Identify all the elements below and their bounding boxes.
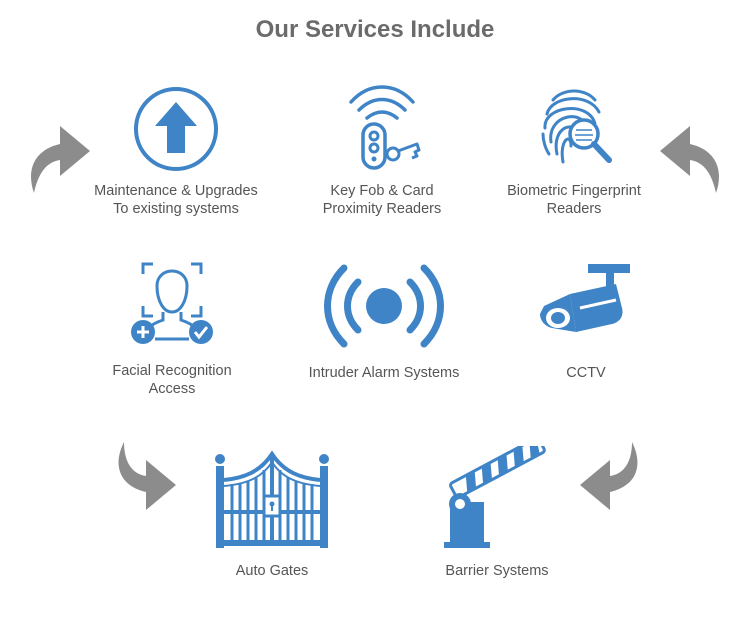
gate-icon bbox=[215, 450, 329, 548]
service-intruder-alarm: Intruder Alarm Systems bbox=[294, 262, 474, 382]
curved-arrow-top-left-icon bbox=[31, 126, 90, 193]
service-label: Biometric Fingerprint Readers bbox=[507, 183, 641, 217]
service-label: Auto Gates bbox=[235, 563, 309, 579]
face-recognition-icon bbox=[131, 262, 213, 344]
service-label: Facial Recognition Access bbox=[112, 363, 232, 397]
fingerprint-icon bbox=[541, 89, 612, 164]
service-label: Key Fob & Card Proximity Readers bbox=[322, 183, 442, 217]
key-fob-icon bbox=[349, 85, 421, 170]
page-title: Our Services Include bbox=[255, 16, 495, 43]
curved-arrow-top-right-icon bbox=[660, 126, 719, 193]
barrier-icon bbox=[444, 446, 546, 548]
service-label: Intruder Alarm Systems bbox=[308, 365, 460, 381]
service-cctv: CCTV bbox=[506, 262, 666, 382]
cctv-camera-icon bbox=[540, 264, 630, 332]
service-biometric: Biometric Fingerprint Readers bbox=[494, 84, 654, 218]
curved-arrow-bottom-right-icon bbox=[580, 442, 638, 510]
service-label: Maintenance & Upgrades To existing syste… bbox=[94, 183, 258, 217]
service-label: Barrier Systems bbox=[445, 563, 549, 579]
service-facial-recognition: Facial Recognition Access bbox=[92, 260, 252, 398]
service-label: CCTV bbox=[566, 365, 606, 381]
alarm-icon bbox=[324, 264, 444, 348]
curved-arrow-bottom-left-icon bbox=[118, 442, 176, 510]
arrow-up-circle-icon bbox=[134, 87, 218, 171]
service-barrier: Barrier Systems bbox=[422, 446, 572, 580]
service-auto-gates: Auto Gates bbox=[202, 450, 342, 580]
service-maintenance: Maintenance & Upgrades To existing syste… bbox=[86, 86, 266, 218]
service-key-fob: Key Fob & Card Proximity Readers bbox=[302, 80, 462, 218]
